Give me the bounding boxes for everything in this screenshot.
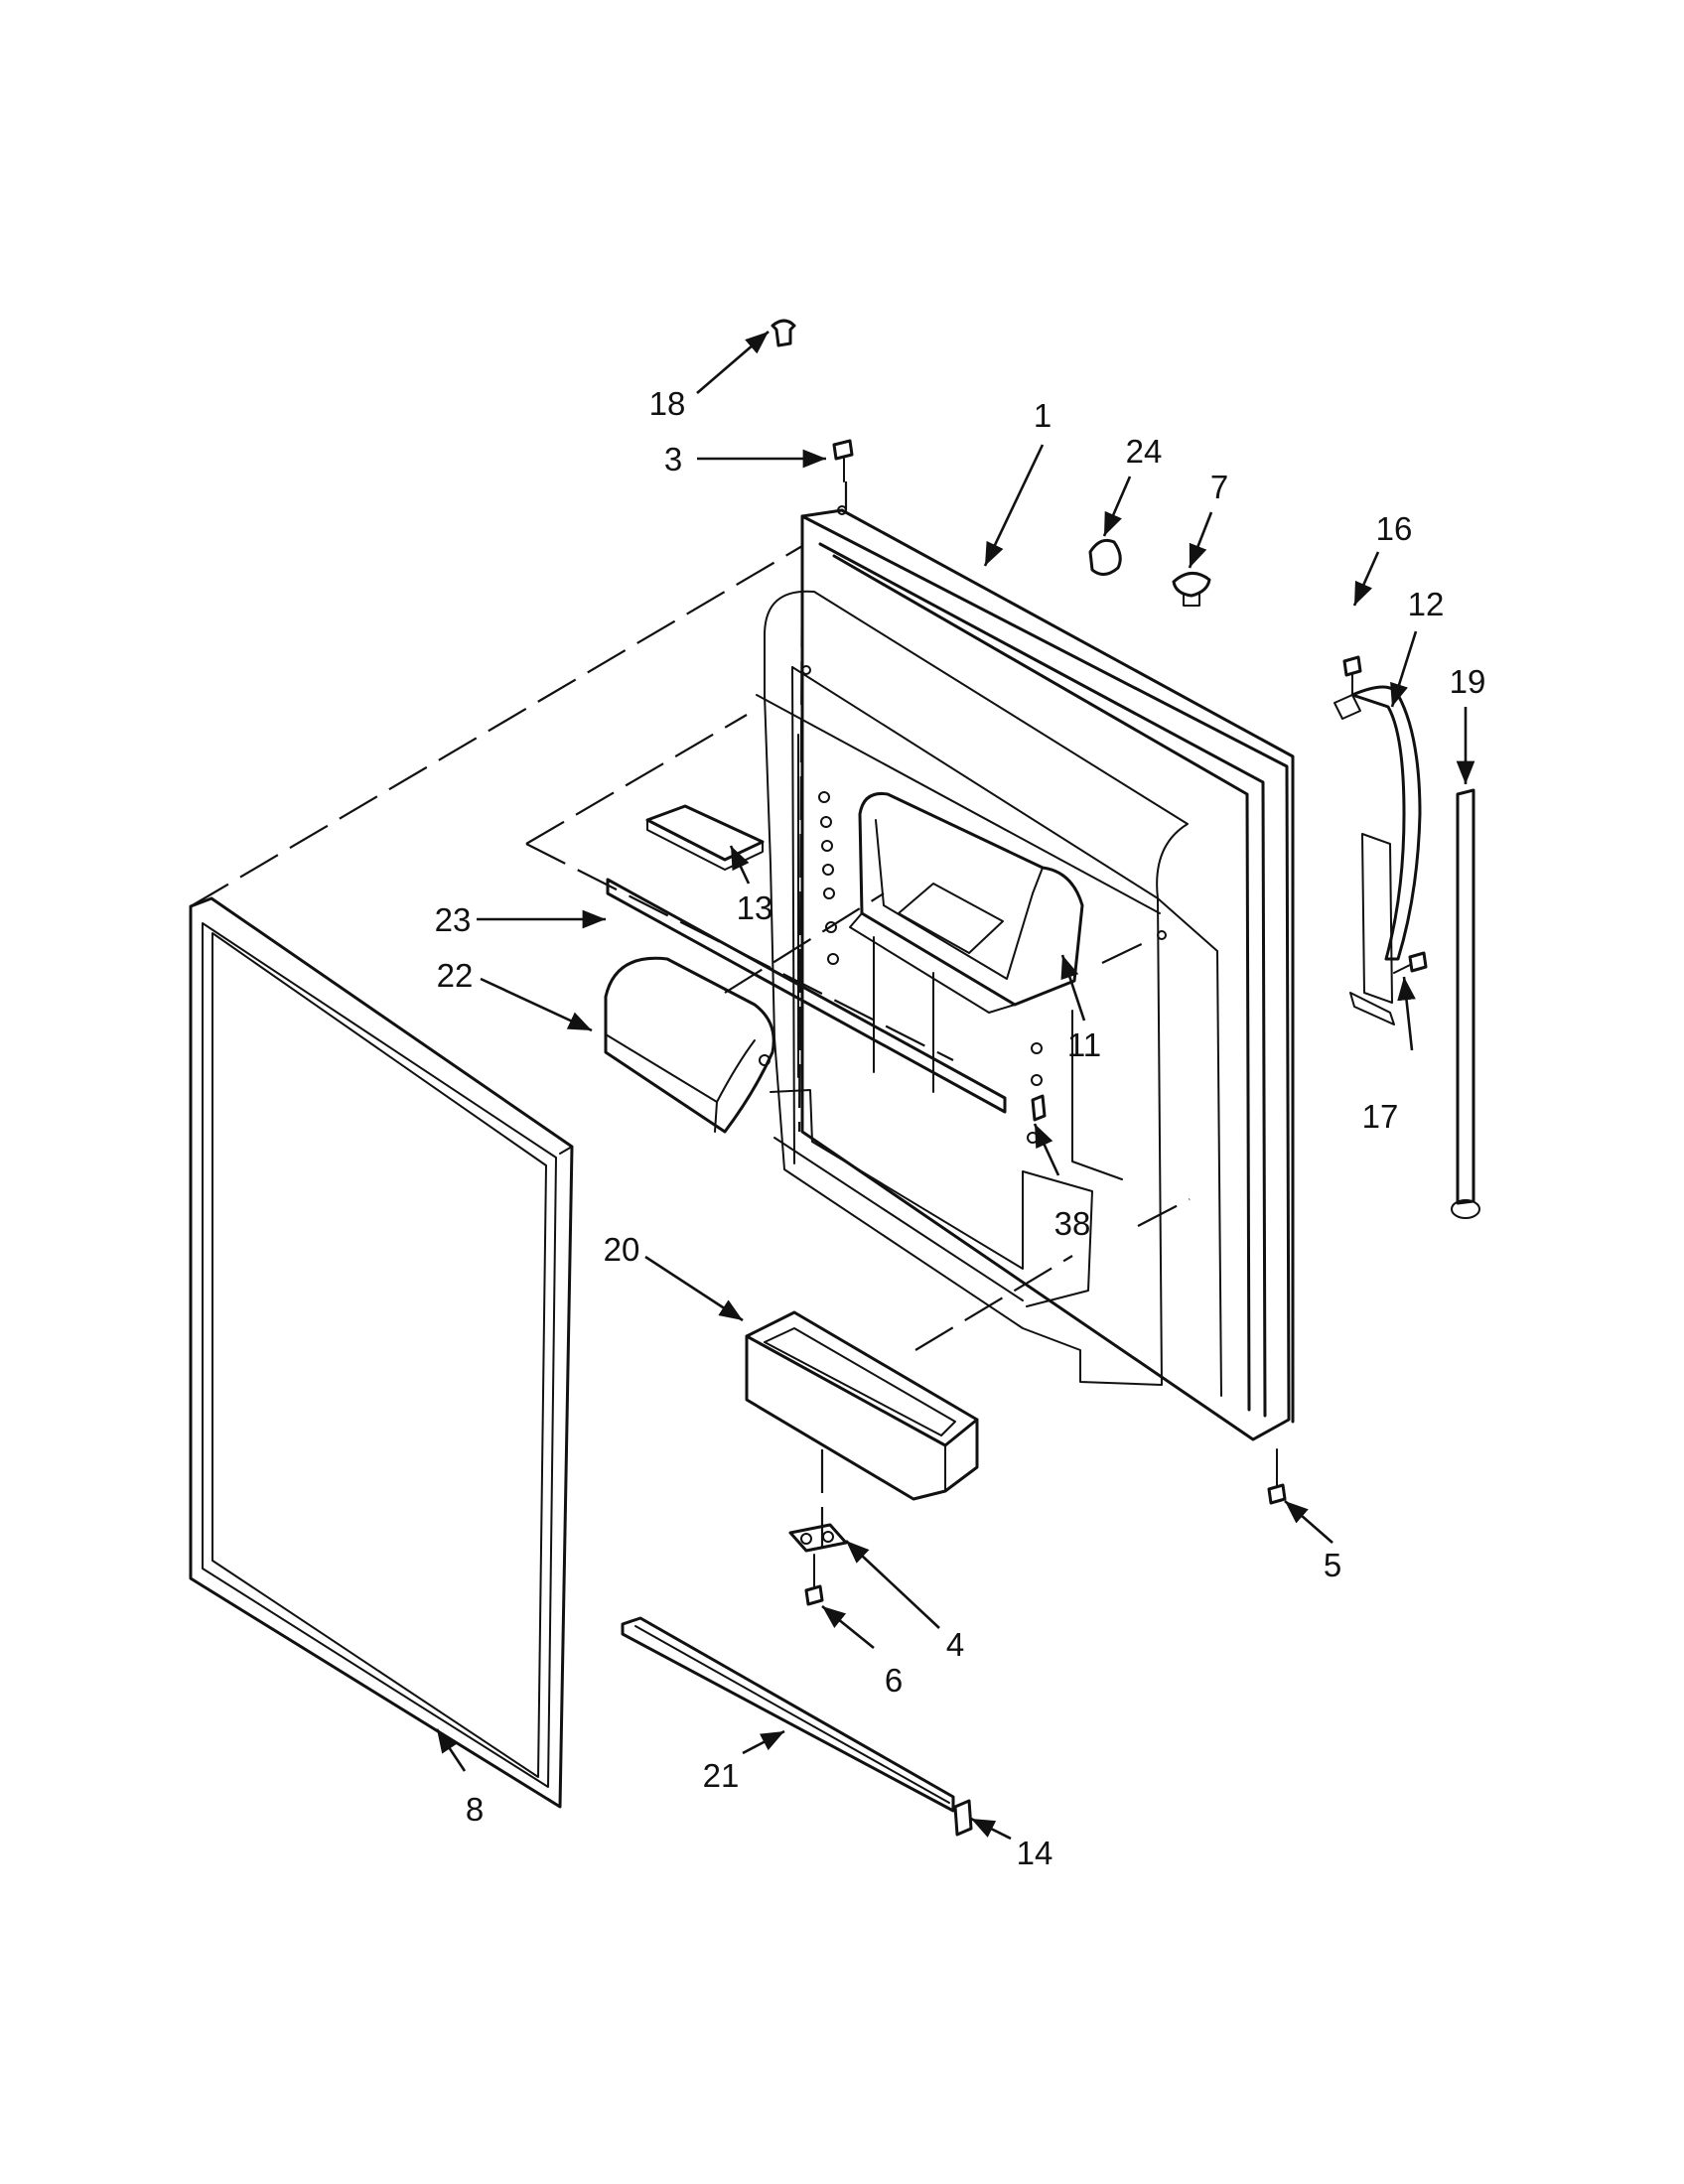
callout-38: 38 <box>1054 1205 1091 1242</box>
callout-24: 24 <box>1126 433 1163 470</box>
door-assembly <box>756 505 1295 1441</box>
butter-compartment <box>604 956 775 1134</box>
callout-14: 14 <box>1017 1835 1053 1871</box>
bottom-trim <box>621 1616 955 1813</box>
fasteners <box>771 319 1428 1606</box>
end-cap <box>953 1799 973 1837</box>
callout-21: 21 <box>703 1757 740 1794</box>
callout-19: 19 <box>1450 663 1486 700</box>
callout-7: 7 <box>1210 469 1228 505</box>
callout-16: 16 <box>1376 510 1413 547</box>
shelf-clip <box>1031 1094 1047 1122</box>
callout-4: 4 <box>946 1626 964 1663</box>
door-gasket <box>189 896 574 1809</box>
callout-23: 23 <box>435 901 472 938</box>
small-tray <box>645 804 765 871</box>
callout-17: 17 <box>1362 1098 1399 1135</box>
shelf-bar <box>606 878 1007 1114</box>
callout-8: 8 <box>466 1791 484 1828</box>
callout-labels: 1 3 4 5 6 7 8 11 12 13 14 16 17 18 19 20… <box>435 385 1486 1871</box>
callout-18: 18 <box>649 385 686 422</box>
handle-rod <box>1451 788 1480 1219</box>
door-handle <box>1333 685 1422 1025</box>
callout-1: 1 <box>1034 397 1052 434</box>
leader-arrows <box>435 331 1475 1841</box>
callout-3: 3 <box>664 441 682 478</box>
callout-5: 5 <box>1324 1547 1341 1583</box>
callout-13: 13 <box>737 889 773 926</box>
callout-11: 11 <box>1067 1026 1101 1063</box>
door-bin <box>745 1310 979 1501</box>
callout-6: 6 <box>885 1662 903 1699</box>
dairy-compartment <box>849 791 1084 1014</box>
callout-20: 20 <box>604 1231 640 1268</box>
callout-22: 22 <box>437 957 474 994</box>
callout-12: 12 <box>1408 586 1445 622</box>
